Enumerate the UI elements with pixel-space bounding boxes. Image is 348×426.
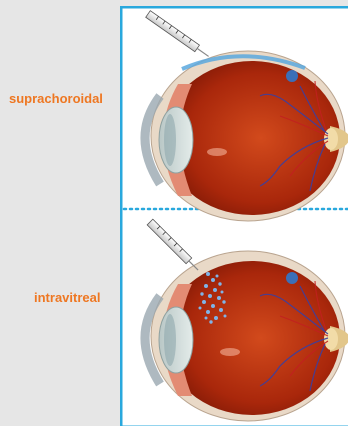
intravitreal-label: intravitreal <box>34 290 100 305</box>
suprachoroidal-label: suprachoroidal <box>9 91 103 106</box>
eye-injection-diagram <box>120 6 348 426</box>
